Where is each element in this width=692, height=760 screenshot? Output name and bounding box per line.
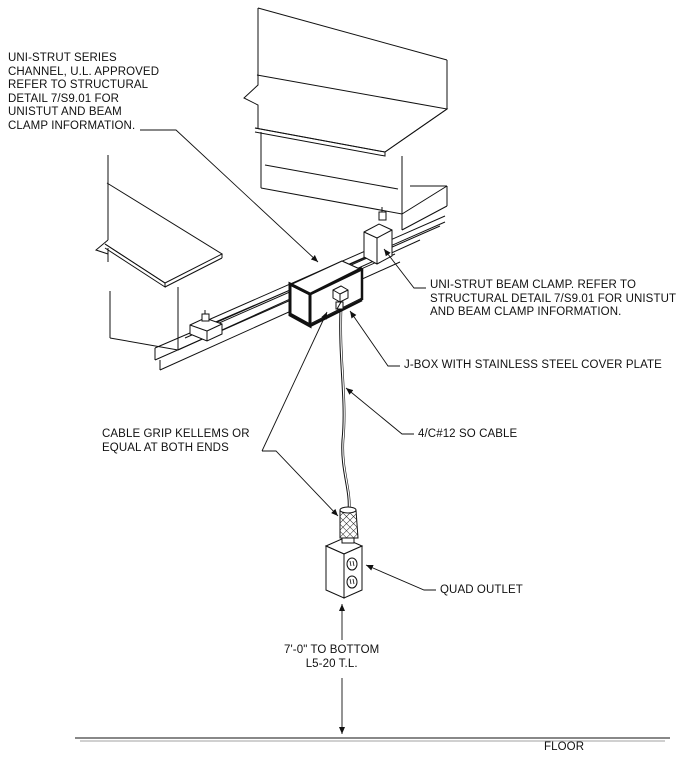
back-steel-beam [243,7,449,231]
cable-grip [339,506,359,539]
leader-cable-grip-top [261,311,328,452]
callout-unistrut-channel: UNI-STRUT SERIES CHANNEL, U.L. APPROVED … [8,52,160,132]
junction-box [288,260,364,329]
floor-line [75,737,670,742]
floor-label: FLOOR [544,741,585,753]
callout-beam-clamp: UNI-STRUT BEAM CLAMP. REFER TO STRUCTURA… [430,279,677,318]
leader-quad-outlet [365,564,436,591]
leader-lines [140,129,436,591]
leader-jbox [349,310,400,367]
so-cable [339,308,349,511]
leader-beam-clamp [383,248,426,289]
quad-outlet-box [324,537,364,599]
front-steel-beam [94,155,421,371]
leader-cable-grip-bottom [262,450,339,517]
callout-jbox: J-BOX WITH STAINLESS STEEL COVER PLATE [404,359,662,371]
callout-so-cable: 4/C#12 SO CABLE [418,428,518,440]
dimension-text: 7'-0" TO BOTTOM L5-20 T.L. [284,644,380,670]
callout-cable-grip: CABLE GRIP KELLEMS OR EQUAL AT BOTH ENDS [102,428,250,454]
beam-clamp-right [363,207,393,265]
leader-unistrut-channel [140,129,319,263]
callout-quad-outlet: QUAD OUTLET [440,584,523,596]
beam-clamp-left [189,310,223,342]
leader-so-cable [345,387,414,435]
